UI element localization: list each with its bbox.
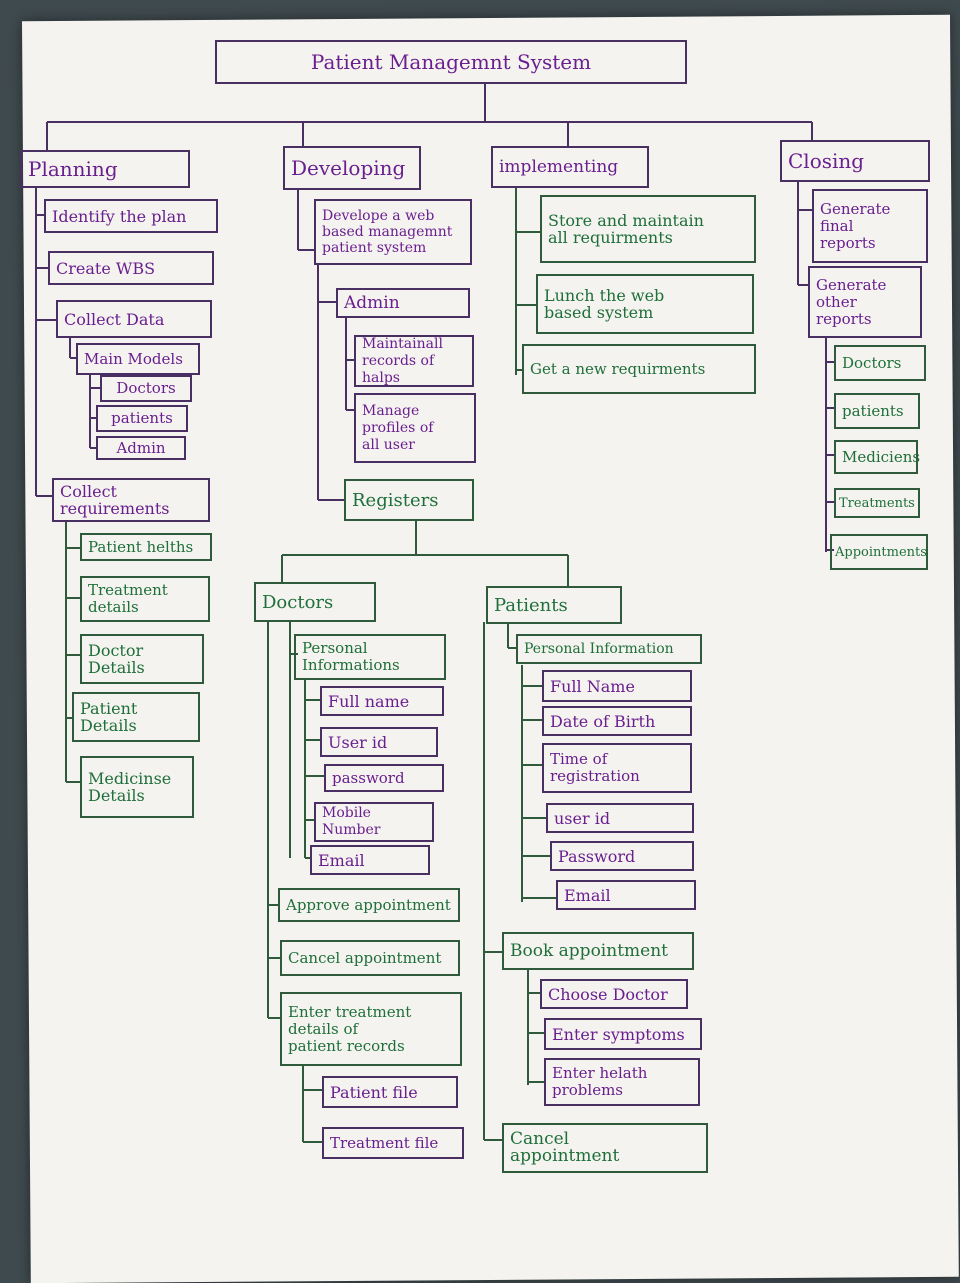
create-wbs-node: Create WBS [48,251,214,285]
closing-treatments-node: Treatments [834,488,920,518]
store-maintain-node: Store and maintain all requirments [540,195,756,263]
patient-helths-node: Patient helths [80,533,212,561]
doctor-details-node: Doctor Details [80,634,204,684]
enter-symptoms-node: Enter symptoms [544,1018,702,1050]
manage-profiles-node: Manage profiles of all user [354,393,476,463]
root-node: Patient Managemnt System [215,40,687,84]
date-of-birth-node: Date of Birth [542,706,692,736]
maintain-records-node: Maintainall records of halps [354,335,474,387]
choose-doctor-node: Choose Doctor [540,979,688,1009]
collect-data-node: Collect Data [56,300,212,338]
admin-node: Admin [336,288,470,318]
treatment-file-node: Treatment file [322,1127,464,1159]
doctor-email-node: Email [310,845,430,875]
enter-health-problems-node: Enter helath problems [544,1058,700,1106]
developing-node: Developing [283,146,421,190]
closing-appointments-node: Appointments [830,534,928,570]
doctor-cancel-appointment-node: Cancel appointment [280,940,460,976]
other-reports-node: Generate other reports [808,266,922,338]
model-patients-node: patients [96,405,188,432]
doctor-mobile-node: Mobile Number [314,802,434,842]
patients-node: Patients [486,586,622,624]
model-doctors-node: Doctors [100,375,192,402]
registers-node: Registers [344,479,474,521]
doctor-password-node: password [324,764,444,792]
doctors-node: Doctors [254,582,376,622]
enter-treatment-node: Enter treatment details of patient recor… [280,992,462,1066]
closing-mediciens-node: Mediciens [834,440,920,474]
patient-personal-info-node: Personal Information [516,634,702,664]
closing-patients-node: patients [834,393,920,429]
treatment-details-node: Treatment details [80,576,210,622]
patient-full-name-node: Full Name [542,670,692,702]
get-new-requirements-node: Get a new requirments [522,344,756,394]
medicinse-details-node: Medicinse Details [80,756,194,818]
approve-appointment-node: Approve appointment [278,888,460,922]
closing-node: Closing [780,140,930,182]
doctor-personal-info-node: Personal Informations [294,634,446,680]
patient-password-node: Password [550,841,694,871]
patient-email-node: Email [556,880,696,910]
closing-doctors-node: Doctors [834,345,926,381]
patient-details-node: Patient Details [72,692,200,742]
doctor-user-id-node: User id [320,727,438,757]
launch-system-node: Lunch the web based system [536,274,754,334]
final-reports-node: Generate final reports [812,189,928,263]
develop-web-node: Develope a web based managemnt patient s… [314,199,472,265]
model-admin-node: Admin [96,436,186,460]
time-registration-node: Time of registration [542,743,692,793]
patient-cancel-appointment-node: Cancel appointment [502,1123,708,1173]
doctor-full-name-node: Full name [320,686,444,716]
patient-file-node: Patient file [322,1076,458,1108]
patient-user-id-node: user id [546,803,694,833]
planning-node: Planning [20,150,190,188]
book-appointment-node: Book appointment [502,932,694,970]
identify-plan-node: Identify the plan [44,199,218,233]
collect-requirements-node: Collect requirements [52,478,210,522]
implementing-node: implementing [491,146,649,188]
main-models-node: Main Models [76,343,200,375]
